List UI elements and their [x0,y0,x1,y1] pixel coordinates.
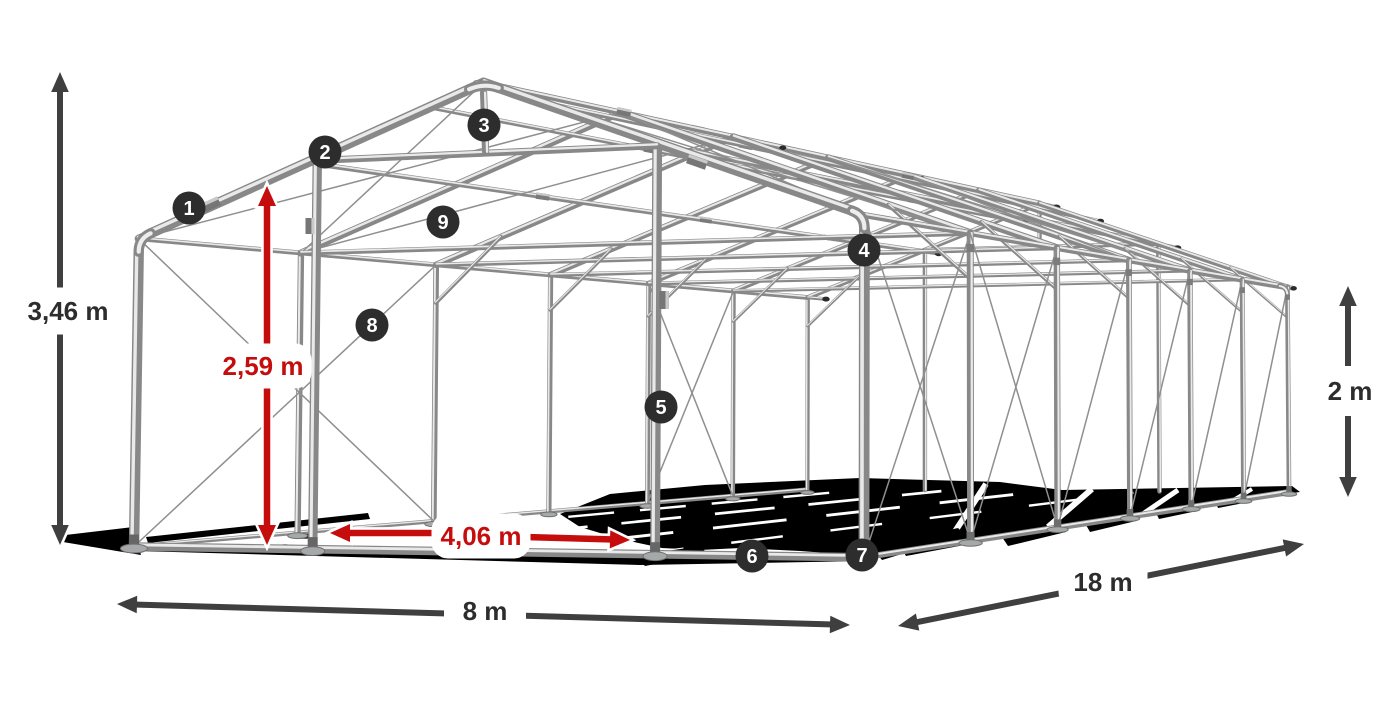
svg-text:2: 2 [319,142,330,164]
svg-text:4: 4 [858,240,870,262]
svg-text:18 m: 18 m [1073,567,1132,597]
svg-text:8: 8 [366,315,377,337]
svg-text:8 m: 8 m [463,596,508,626]
svg-text:6: 6 [746,546,757,568]
svg-text:3: 3 [478,115,489,137]
svg-text:1: 1 [183,198,194,220]
svg-text:3,46 m: 3,46 m [28,296,109,326]
svg-text:4,06 m: 4,06 m [441,521,522,551]
svg-text:5: 5 [655,397,666,419]
svg-text:7: 7 [856,545,867,567]
svg-text:2 m: 2 m [1328,376,1373,406]
svg-text:9: 9 [437,212,448,234]
svg-text:2,59 m: 2,59 m [223,351,304,381]
